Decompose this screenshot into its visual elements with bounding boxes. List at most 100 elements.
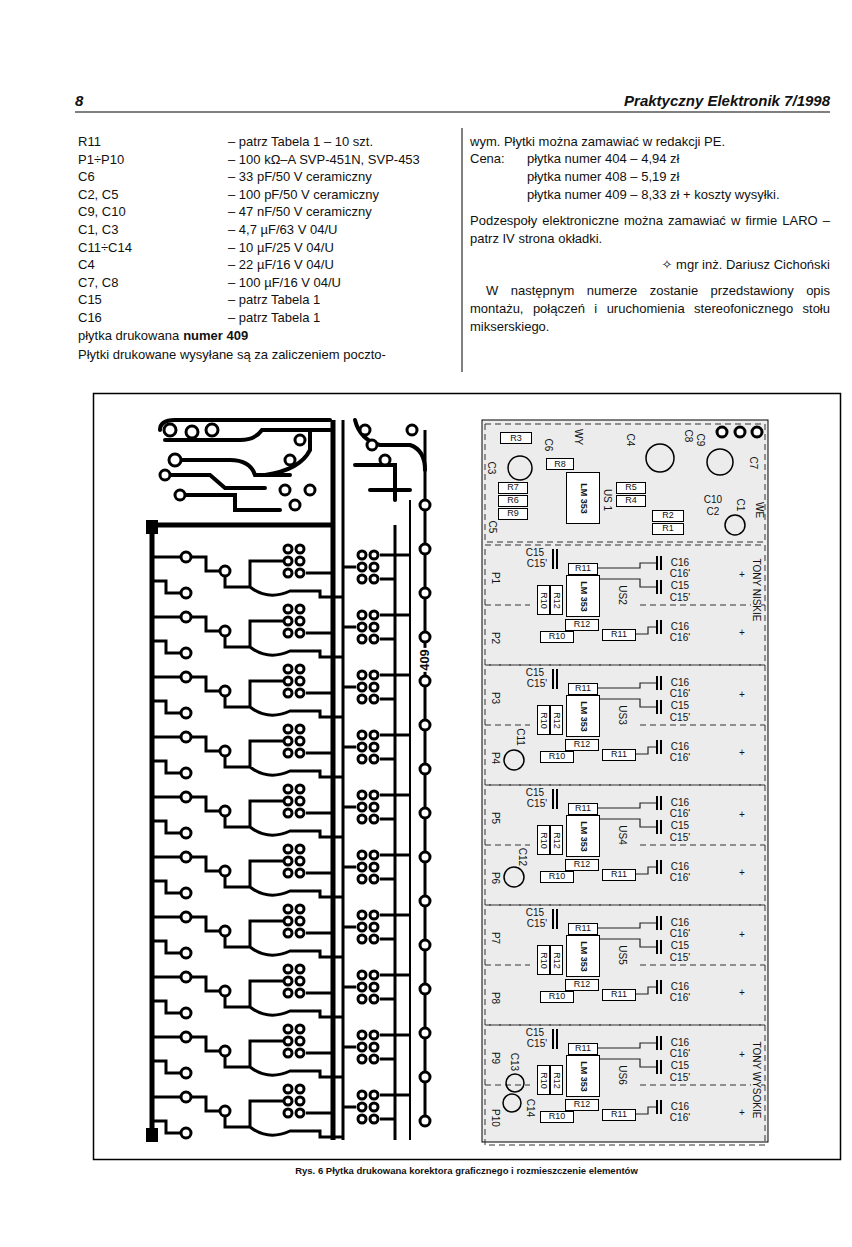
component-label: R12 — [552, 1072, 561, 1089]
component-label: R10 — [549, 632, 566, 641]
component-label: C15 — [670, 581, 690, 591]
component-label: C15 — [525, 1028, 545, 1038]
parts-list-item: – 100 µF/16 V 04/U — [228, 274, 341, 292]
component-label: + — [738, 748, 746, 758]
resistor-body: R11 — [568, 1043, 598, 1055]
component-label: WY — [573, 428, 583, 446]
component-label: + — [738, 628, 746, 638]
component-label: R12 — [552, 952, 561, 969]
component-label: LM 353 — [578, 483, 587, 514]
component-label: R12 — [552, 712, 561, 729]
parts-list-item: płytka drukowana — [78, 327, 179, 345]
component-label: C10 — [703, 495, 723, 505]
component-label: C16 — [670, 1102, 690, 1112]
author: ✧ mgr inż. Dariusz Cichoński — [662, 256, 830, 274]
component-label: C16' — [669, 753, 691, 763]
component-label: C16' — [669, 569, 691, 579]
component-label: C15' — [526, 799, 548, 809]
component-label: C1 — [735, 498, 745, 513]
component-label: R2 — [662, 511, 674, 520]
component-label: C15 — [670, 941, 690, 951]
component-label: C15 — [525, 668, 545, 678]
resistor-body: R2 — [652, 510, 684, 522]
component-label: C11 — [515, 727, 525, 747]
component-label: US6 — [617, 1064, 627, 1085]
resistor-body: R10 — [540, 751, 574, 763]
parts-list-item: C7, C8 — [78, 274, 118, 292]
component-label: US4 — [617, 824, 627, 845]
component-label: US 1 — [602, 488, 612, 512]
component-label: C16 — [670, 798, 690, 808]
component-label: P7 — [490, 931, 500, 945]
parts-list-item: – patrz Tabela 1 — [228, 309, 320, 327]
component-label: R12 — [552, 592, 561, 609]
component-label: LM 353 — [578, 701, 587, 732]
body-text: Płytki drukowane wysyłane są za zaliczen… — [78, 346, 386, 364]
component-label: C15 — [525, 908, 545, 918]
component-label: R6 — [507, 496, 519, 505]
resistor-body: R11 — [602, 629, 636, 641]
resistor-body: R11 — [602, 749, 636, 761]
ic-body: LM 353 — [566, 815, 600, 857]
component-label: LM 353 — [578, 1061, 587, 1092]
component-label: + — [738, 868, 746, 878]
component-label: + — [738, 930, 746, 940]
component-label: P8 — [490, 991, 500, 1005]
component-label: C16' — [669, 1049, 691, 1059]
parts-list-item: – 4,7 µF/63 V 04/U — [228, 221, 337, 239]
component-label: C16 — [670, 558, 690, 568]
resistor-body: R12 — [565, 859, 599, 871]
component-label: C15 — [525, 788, 545, 798]
component-label: C16' — [669, 1113, 691, 1123]
resistor-body: R6 — [498, 495, 528, 507]
parts-list-item: R11 — [78, 133, 101, 151]
component-label: R11 — [575, 924, 591, 933]
component-label: R11 — [575, 564, 591, 573]
component-label: C15 — [525, 548, 545, 558]
component-label: R10 — [549, 1112, 566, 1121]
component-label: R11 — [575, 684, 591, 693]
component-label: C7 — [748, 456, 758, 471]
parts-list-item: – 100 kΩ–A SVP-451N, SVP-453 — [228, 151, 420, 169]
ic-body: LM 353 — [566, 695, 600, 737]
figure-caption: Rys. 6 Płytka drukowana korektora grafic… — [93, 1165, 840, 1177]
resistor-body: R11 — [568, 683, 598, 695]
component-label: C15' — [669, 1073, 691, 1083]
component-label: R10 — [549, 872, 566, 881]
component-label: C15' — [526, 679, 548, 689]
component-label: P1 — [490, 571, 500, 585]
resistor-body: R11 — [602, 869, 636, 881]
parts-list-item: – 47 nF/50 V ceramiczny — [228, 203, 372, 221]
component-label: C16' — [669, 929, 691, 939]
component-label: LM 353 — [578, 581, 587, 612]
resistor-body: R10 — [537, 945, 550, 975]
component-label: R8 — [554, 460, 566, 469]
section-label: TONY WYSOKIE — [751, 1041, 761, 1120]
component-label: R10 — [539, 952, 548, 969]
ic-body: LM 353 — [566, 1055, 600, 1097]
resistor-body: R12 — [550, 705, 563, 735]
component-label: C13 — [509, 1052, 519, 1072]
component-label: P6 — [490, 871, 500, 885]
parts-list-item: – 33 pF/50 V ceramiczny — [228, 168, 372, 186]
component-label: P3 — [490, 691, 500, 705]
component-label: C15 — [670, 821, 690, 831]
component-label: C15' — [526, 559, 548, 569]
component-label: C15' — [669, 833, 691, 843]
resistor-body: R1 — [652, 523, 684, 535]
body-text: Cena: — [470, 150, 505, 168]
parts-list-item: C1, C3 — [78, 221, 118, 239]
component-label: US2 — [617, 584, 627, 605]
component-label: C15 — [670, 701, 690, 711]
resistor-body: R12 — [565, 619, 599, 631]
resistor-body: R9 — [498, 508, 528, 520]
component-label: C6 — [543, 438, 553, 453]
parts-list-item: C16 — [78, 309, 102, 327]
resistor-body: R12 — [565, 979, 599, 991]
component-label: R10 — [539, 712, 548, 729]
component-label: LM 353 — [578, 941, 587, 972]
page-header: Praktyczny Elektronik 7/1998 — [624, 92, 830, 110]
parts-list-item: C11÷C14 — [78, 239, 132, 257]
component-label: R10 — [539, 1072, 548, 1089]
